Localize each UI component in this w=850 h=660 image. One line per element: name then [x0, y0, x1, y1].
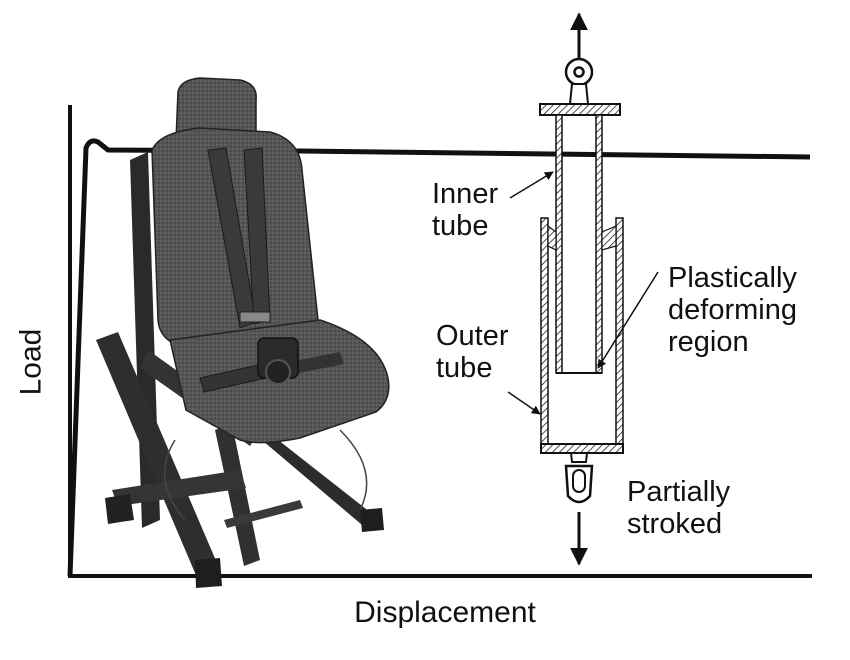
leader-lines — [507, 171, 659, 415]
inner-tube-wall-left — [555, 114, 563, 374]
axes — [68, 105, 812, 578]
energy-absorber — [539, 12, 624, 566]
outer-tube-label: Outer tube — [436, 320, 509, 384]
plastic-region-label: Plastically deforming region — [668, 262, 797, 358]
load-displacement-curve — [67, 138, 811, 577]
outer-tube-wall-left — [540, 217, 549, 445]
seat-illustration — [96, 77, 390, 588]
stroke-state-label: Partially stroked — [627, 476, 731, 540]
inner-tube-label: Inner tube — [432, 178, 499, 242]
inner-tube-wall-right — [595, 114, 603, 374]
top-flange — [539, 103, 621, 116]
x-axis-label: Displacement — [354, 596, 536, 629]
y-axis-label: Load — [14, 328, 48, 396]
bottom-plate — [540, 443, 624, 454]
